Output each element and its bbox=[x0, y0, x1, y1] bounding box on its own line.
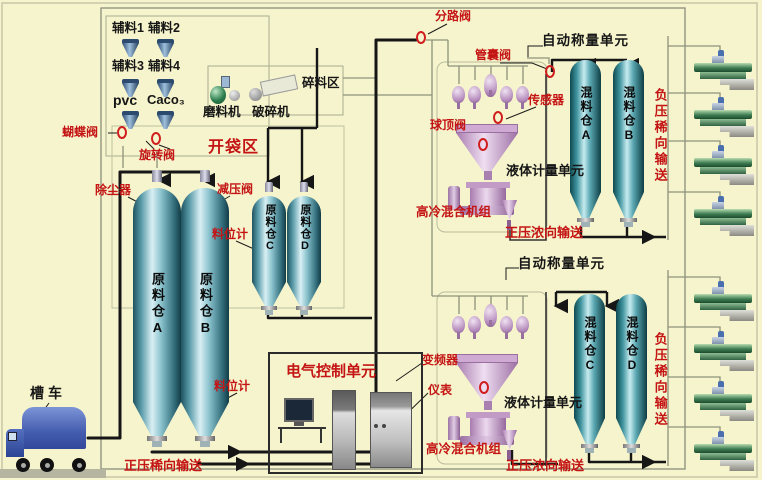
sensor-indicator[interactable] bbox=[493, 111, 503, 124]
extruder-machine-1 bbox=[694, 50, 758, 90]
raw-silo-b-label: 原料仓B bbox=[198, 272, 213, 338]
ball-dome-valve-indicator-bottom[interactable] bbox=[479, 381, 489, 394]
liquid-metering-unit-label-top: 液体计量单元 bbox=[506, 163, 585, 178]
crushing-area-title: 碎料区 bbox=[302, 76, 340, 90]
aux-label-4: 辅料4 bbox=[148, 59, 180, 73]
tank-truck bbox=[0, 0, 110, 480]
branch-valve-indicator[interactable] bbox=[416, 31, 426, 44]
bag-opening-area-title: 开袋区 bbox=[208, 139, 260, 156]
ball-dome-valve-indicator[interactable] bbox=[478, 138, 488, 151]
mix-silo-a: 混料仓A bbox=[570, 60, 601, 232]
auto-weighing-unit-title-bottom: 自动称量单元 bbox=[518, 256, 605, 271]
mix-silo-d: 混料仓D bbox=[616, 294, 647, 456]
raw-silo-d: 原料仓D bbox=[287, 182, 321, 316]
extruder-machine-5 bbox=[694, 281, 758, 321]
operator-monitor bbox=[284, 398, 314, 422]
high-cold-mixer-label-top: 高冷混合机组 bbox=[416, 205, 492, 219]
raw-silo-a: 原料仓A bbox=[133, 170, 181, 448]
instrument-label: 仪表 bbox=[428, 383, 453, 397]
extruder-machine-3 bbox=[694, 145, 758, 185]
pvc-label: pvc bbox=[113, 92, 138, 108]
aux-label-1: 辅料1 bbox=[112, 21, 144, 35]
raw-silo-b: 原料仓B bbox=[181, 170, 229, 448]
mix-silo-d-label: 混料仓D bbox=[625, 316, 639, 374]
raw-silo-a-label: 原料仓A bbox=[150, 272, 165, 338]
neg-dilute-conveying-label-top: 负压稀向输送 bbox=[652, 88, 668, 184]
grinder-machine bbox=[210, 76, 242, 106]
extruder-machine-6 bbox=[694, 331, 758, 371]
sensor-label: 传感器 bbox=[528, 93, 565, 107]
caco3-label: Caco₃ bbox=[147, 92, 185, 107]
mix-silo-b: 混料仓B bbox=[613, 60, 644, 232]
aux-label-3: 辅料3 bbox=[112, 59, 144, 73]
tank-truck-label: 槽车 bbox=[30, 385, 66, 401]
vfd-label: 变频器 bbox=[422, 353, 459, 367]
pos-dense-conveying-label-bottom: 正压浓向输送 bbox=[506, 458, 585, 473]
electric-control-unit-title: 电气控制单元 bbox=[286, 363, 377, 380]
weighing-unit-top bbox=[437, 62, 547, 234]
liquid-metering-unit-label-bottom: 液体计量单元 bbox=[504, 395, 583, 410]
level-gauge-label-ab: 料位计 bbox=[214, 379, 251, 393]
extruder-machine-2 bbox=[694, 97, 758, 137]
caco3-hopper bbox=[157, 111, 174, 129]
pos-dense-conveying-label-top: 正压浓向输送 bbox=[505, 225, 584, 240]
butterfly-valve-indicator[interactable] bbox=[117, 126, 127, 139]
aux-hopper-2 bbox=[157, 39, 174, 57]
pvc-hopper bbox=[122, 111, 139, 129]
butterfly-valve-label: 蝴蝶阀 bbox=[62, 125, 99, 139]
raw-silo-c-label: 原料仓C bbox=[264, 204, 276, 253]
control-cabinet-2 bbox=[370, 392, 412, 468]
rotary-valve-label: 旋转阀 bbox=[139, 148, 176, 162]
aux-hopper-1 bbox=[122, 39, 139, 57]
extruder-machine-8 bbox=[694, 431, 758, 471]
auto-weighing-unit-title-top: 自动称量单元 bbox=[542, 33, 629, 48]
mix-silo-c-label: 混料仓C bbox=[583, 316, 597, 374]
electric-control-unit-box: 电气控制单元 bbox=[268, 352, 423, 474]
ball-dome-valve-label: 球顶阀 bbox=[430, 118, 467, 132]
neg-dilute-conveying-label-bottom: 负压稀向输送 bbox=[652, 332, 668, 428]
pos-dilute-conveying-label: 正压稀向输送 bbox=[124, 458, 203, 473]
extruder-machine-7 bbox=[694, 381, 758, 421]
crusher-machine bbox=[249, 74, 301, 106]
control-cabinet-1 bbox=[332, 390, 356, 470]
reducing-valve-label: 减压阀 bbox=[217, 182, 254, 196]
branch-valve-label: 分路阀 bbox=[435, 9, 472, 23]
level-gauge-label-cd: 料位计 bbox=[212, 227, 249, 241]
dust-collector-label: 除尘器 bbox=[95, 183, 132, 197]
aux-label-2: 辅料2 bbox=[148, 21, 180, 35]
mix-silo-c: 混料仓C bbox=[574, 294, 605, 456]
rotary-valve-indicator[interactable] bbox=[151, 132, 161, 145]
raw-silo-d-label: 原料仓D bbox=[299, 204, 311, 253]
aux-hopper-3 bbox=[122, 79, 139, 97]
aux-hopper-4 bbox=[157, 79, 174, 97]
grinder-label: 磨料机 bbox=[203, 105, 241, 119]
mix-silo-a-label: 混料仓A bbox=[579, 86, 593, 144]
raw-silo-c: 原料仓C bbox=[252, 182, 286, 316]
pinch-valve-label: 管囊阀 bbox=[475, 48, 512, 62]
extruder-machine-4 bbox=[694, 196, 758, 236]
crusher-label: 破碎机 bbox=[252, 105, 290, 119]
pinch-valve-indicator[interactable] bbox=[545, 65, 555, 78]
mix-silo-b-label: 混料仓B bbox=[622, 86, 636, 144]
high-cold-mixer-label-bottom: 高冷混合机组 bbox=[426, 442, 502, 456]
weighing-unit-bottom bbox=[437, 292, 547, 464]
